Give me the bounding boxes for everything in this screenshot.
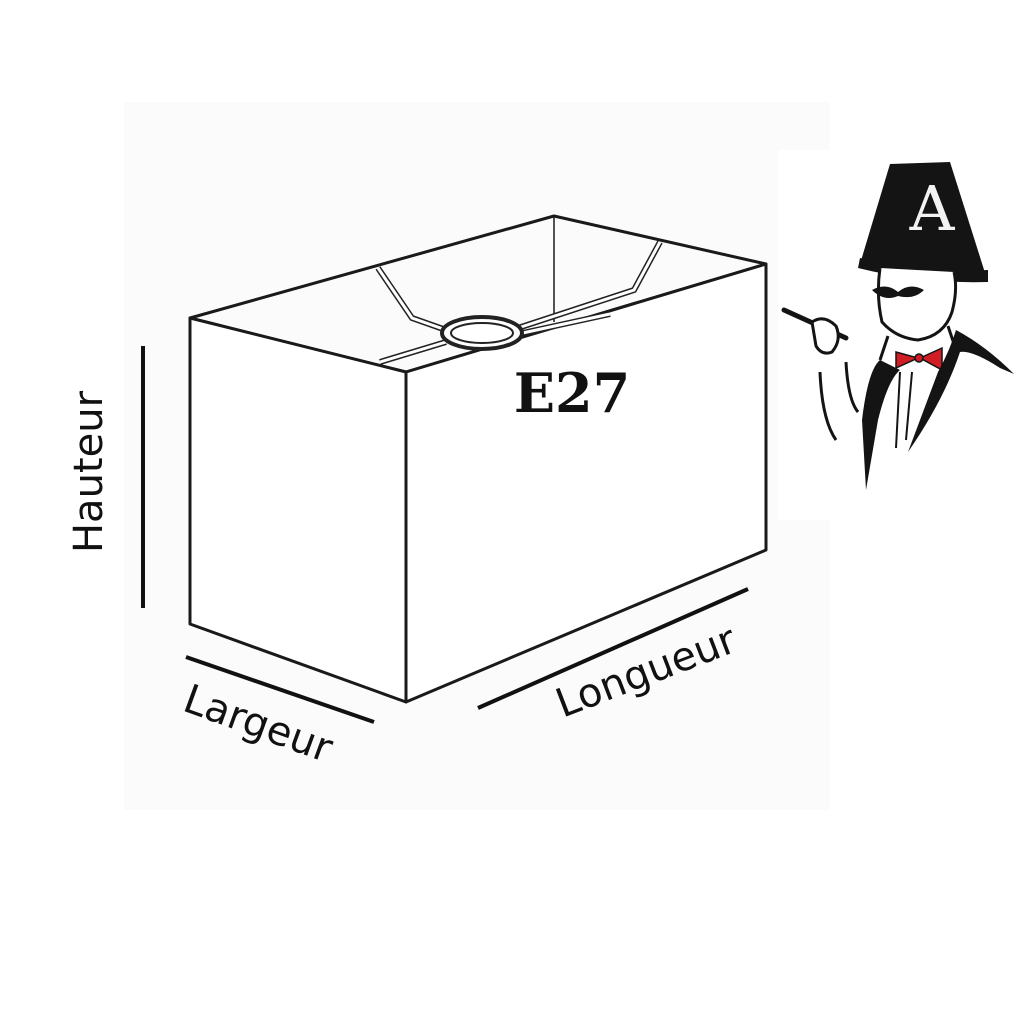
- height-label: Hauteur: [66, 390, 112, 554]
- jacket-right-lapel: [908, 330, 1014, 452]
- fitting-arm-left: [375, 266, 447, 333]
- fitting-bar-front-inner: [379, 340, 447, 364]
- face-outline: [876, 267, 958, 342]
- mustache-icon: [872, 286, 924, 298]
- top-hat-icon: [860, 162, 986, 276]
- socket-ring-inner: [450, 322, 514, 344]
- width-dimension-line: [185, 655, 375, 724]
- fitting-arm-right-inner: [517, 241, 662, 330]
- logo-letter: A: [909, 172, 955, 245]
- front-left-face: [188, 316, 408, 704]
- sleeve: [818, 361, 860, 441]
- length-dimension-line: [477, 587, 749, 710]
- lampshade-box: [188, 214, 768, 704]
- fitting-arm-left-inner: [376, 267, 447, 332]
- hatted-mustache-man-logo-icon: [781, 162, 1014, 490]
- shirt-lines: [895, 371, 913, 449]
- spider-fitting: [375, 240, 663, 365]
- bow-tie-icon: [895, 346, 943, 372]
- hand: [810, 317, 840, 355]
- jacket-left-lapel: [862, 360, 900, 490]
- socket-ring: [440, 315, 524, 351]
- bow-tie-knot: [914, 353, 924, 363]
- fitting-bar-back-inner: [517, 312, 611, 336]
- socket-type-label: E27: [474, 358, 670, 428]
